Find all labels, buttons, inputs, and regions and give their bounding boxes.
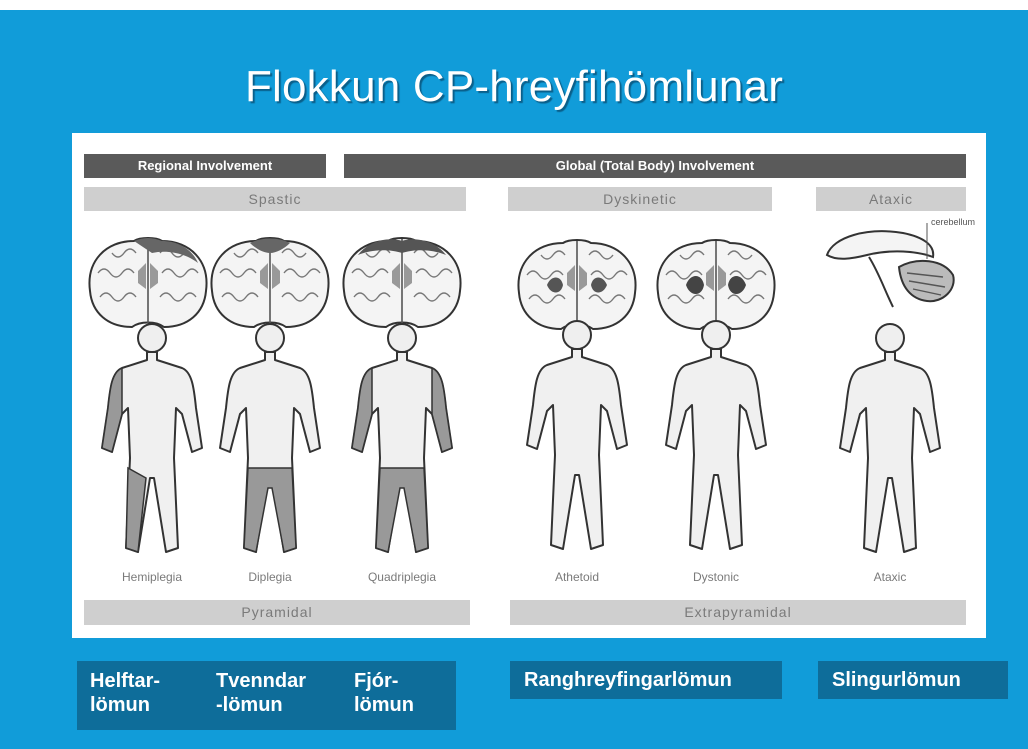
body-dystonic (666, 321, 766, 549)
label-box-ranghreyfingar: Ranghreyfingarlömun (510, 661, 782, 699)
brain-ataxic-sagittal: cerebellum (827, 217, 975, 307)
brain-dystonic (657, 240, 774, 329)
brain-and-body-illustrations: cerebellum (72, 133, 986, 638)
label-box-spastic-types: Helftar- lömun Tvenndar -lömun Fjór- löm… (77, 661, 456, 730)
body-ataxic (840, 324, 940, 552)
brain-hemiplegia (89, 238, 206, 327)
slide-title: Flokkun CP-hreyfihömlunar (0, 62, 1028, 112)
label-box-slingur: Slingurlömun (818, 661, 1008, 699)
label-ataxic: Ataxic (830, 570, 950, 584)
label-hemiplegia: Hemiplegia (92, 570, 212, 584)
label-fjor: Fjór- lömun (354, 669, 414, 717)
label-dystonic: Dystonic (656, 570, 776, 584)
footer-pyramidal: Pyramidal (84, 600, 470, 625)
brain-quadriplegia (343, 238, 460, 327)
label-tvenndar: Tvenndar -lömun (216, 669, 306, 717)
footer-extrapyramidal: Extrapyramidal (510, 600, 966, 625)
label-slingur: Slingurlömun (832, 668, 961, 692)
body-diplegia (220, 324, 320, 552)
label-athetoid: Athetoid (517, 570, 637, 584)
label-ranghreyfingar: Ranghreyfingarlömun (524, 668, 732, 692)
body-hemiplegia (102, 324, 202, 552)
body-athetoid (527, 321, 627, 549)
label-quadriplegia: Quadriplegia (342, 570, 462, 584)
brain-athetoid (518, 240, 635, 329)
brain-diplegia (211, 238, 328, 327)
body-quadriplegia (352, 324, 452, 552)
label-helftar: Helftar- lömun (90, 669, 160, 717)
cp-classification-figure: Regional Involvement Global (Total Body)… (72, 133, 986, 638)
label-diplegia: Diplegia (210, 570, 330, 584)
cerebellum-annotation: cerebellum (931, 217, 975, 227)
